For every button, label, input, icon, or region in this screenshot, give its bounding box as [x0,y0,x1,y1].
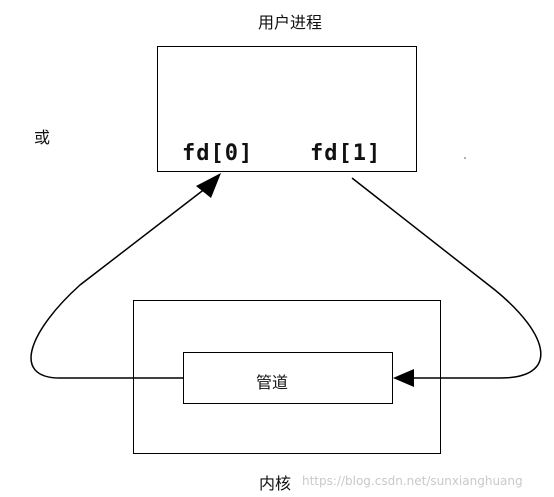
pipe-label: 管道 [256,373,289,392]
user-process-box [157,46,417,172]
right-flow-line [351,177,542,379]
pipe-box [183,352,393,404]
fd0-label: fd[0] [182,141,254,166]
kernel-box [133,300,441,454]
fd1-label: fd[1] [310,141,382,166]
kernel-label: 内核 [259,474,292,493]
stray-dot [464,157,466,159]
watermark-text: https://blog.csdn.net/sunxianghuang [302,474,523,488]
user-process-label: 用户进程 [258,13,323,32]
left-flow-line [30,187,207,379]
pipe-arrowhead [393,369,414,387]
fd0-arrowhead [196,173,221,198]
or-label: 或 [34,128,51,147]
